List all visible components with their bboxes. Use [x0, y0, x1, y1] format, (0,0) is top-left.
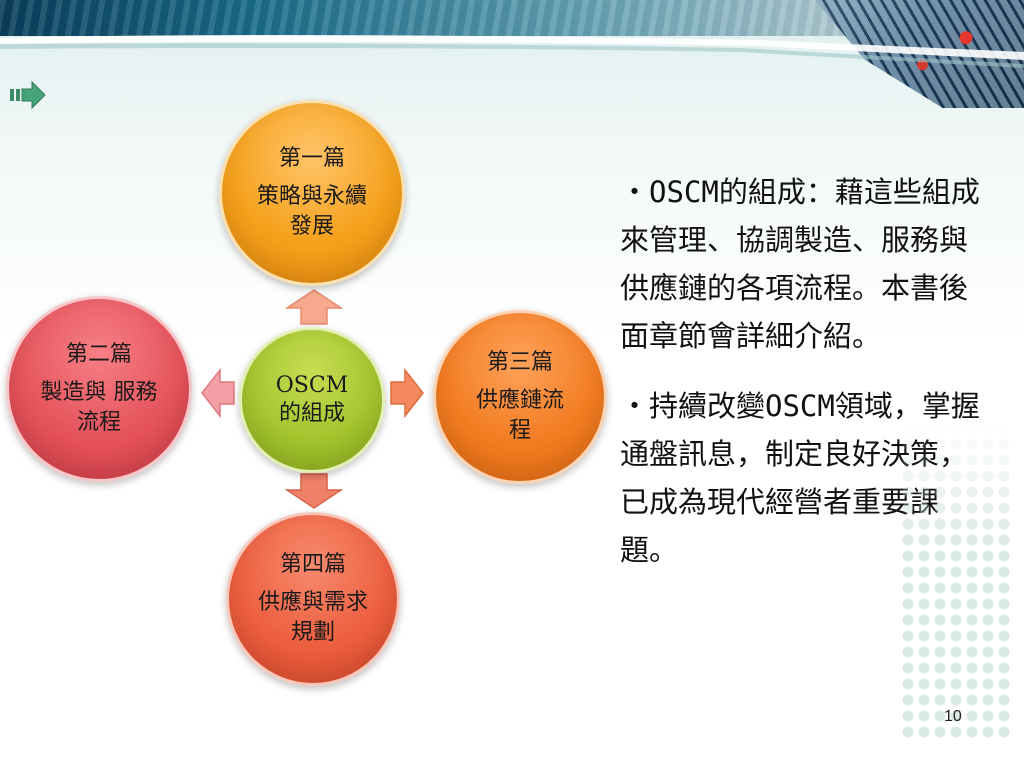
circle-part-two: 第二篇 製造與 服務流程	[6, 296, 192, 482]
part-three-title: 第三篇	[486, 350, 553, 375]
circle-part-one: 第一篇 策略與永續發展	[219, 100, 405, 286]
arrow-up-icon	[284, 289, 344, 325]
slide-text: ・OSCM的組成：藉這些組成來管理、協調製造、服務與供應鏈的各項流程。本書後面章…	[620, 168, 992, 596]
part-two-body: 製造與 服務流程	[40, 380, 158, 435]
next-slide-arrow-icon[interactable]	[10, 80, 46, 110]
part-one-title: 第一篇	[278, 146, 345, 171]
page-number: 10	[944, 708, 962, 725]
circle-part-three: 第三篇 供應鏈流程	[433, 310, 607, 484]
part-four-body: 供應與需求規劃	[257, 590, 368, 645]
circle-part-four: 第四篇 供應與需求規劃	[226, 512, 400, 686]
dot-pattern-decoration	[900, 420, 1010, 740]
bullet-oscm-components: ・OSCM的組成：藉這些組成來管理、協調製造、服務與供應鏈的各項流程。本書後面章…	[620, 175, 980, 353]
center-line-2: 的組成	[278, 401, 345, 426]
part-two-title: 第二篇	[65, 342, 132, 367]
part-four-title: 第四篇	[279, 552, 346, 577]
circle-oscm-center: OSCM 的組成	[239, 327, 385, 473]
center-line-1: OSCM	[275, 373, 349, 398]
banner-swoosh	[0, 34, 1024, 68]
arrow-down-icon	[284, 473, 344, 509]
arrow-left-icon	[201, 368, 235, 418]
part-one-body: 策略與永續發展	[256, 184, 367, 239]
arrow-right-icon	[390, 368, 424, 418]
part-three-body: 供應鏈流程	[475, 388, 564, 443]
